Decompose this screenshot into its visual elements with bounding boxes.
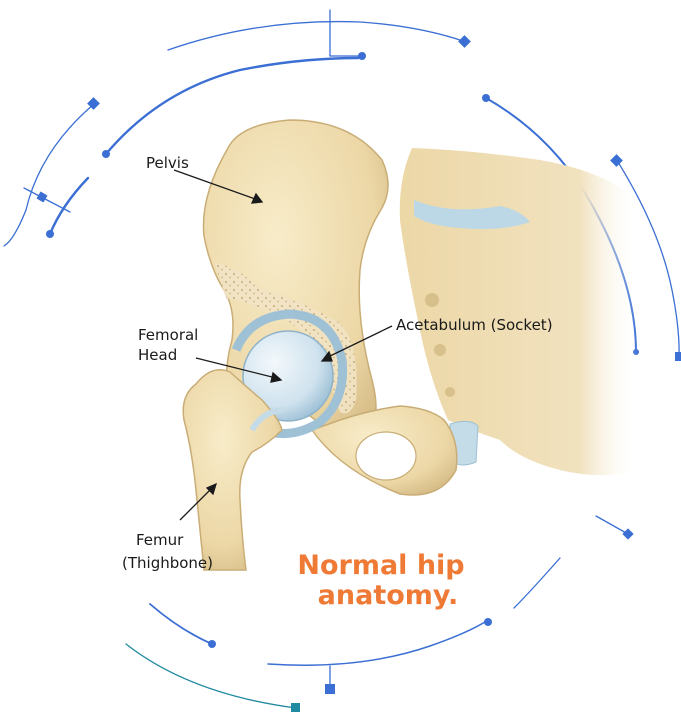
caption-line-1: Normal hip bbox=[297, 550, 464, 581]
label-femur-1: Femur bbox=[136, 531, 184, 549]
label-pelvis: Pelvis bbox=[146, 154, 189, 172]
label-femur-2: (Thighbone) bbox=[122, 554, 213, 572]
caption-line-2: anatomy. bbox=[318, 580, 459, 611]
label-femoral-head-2: Head bbox=[138, 346, 177, 364]
label-acetabulum: Acetabulum (Socket) bbox=[396, 316, 553, 334]
label-femoral-head-1: Femoral bbox=[138, 326, 198, 344]
